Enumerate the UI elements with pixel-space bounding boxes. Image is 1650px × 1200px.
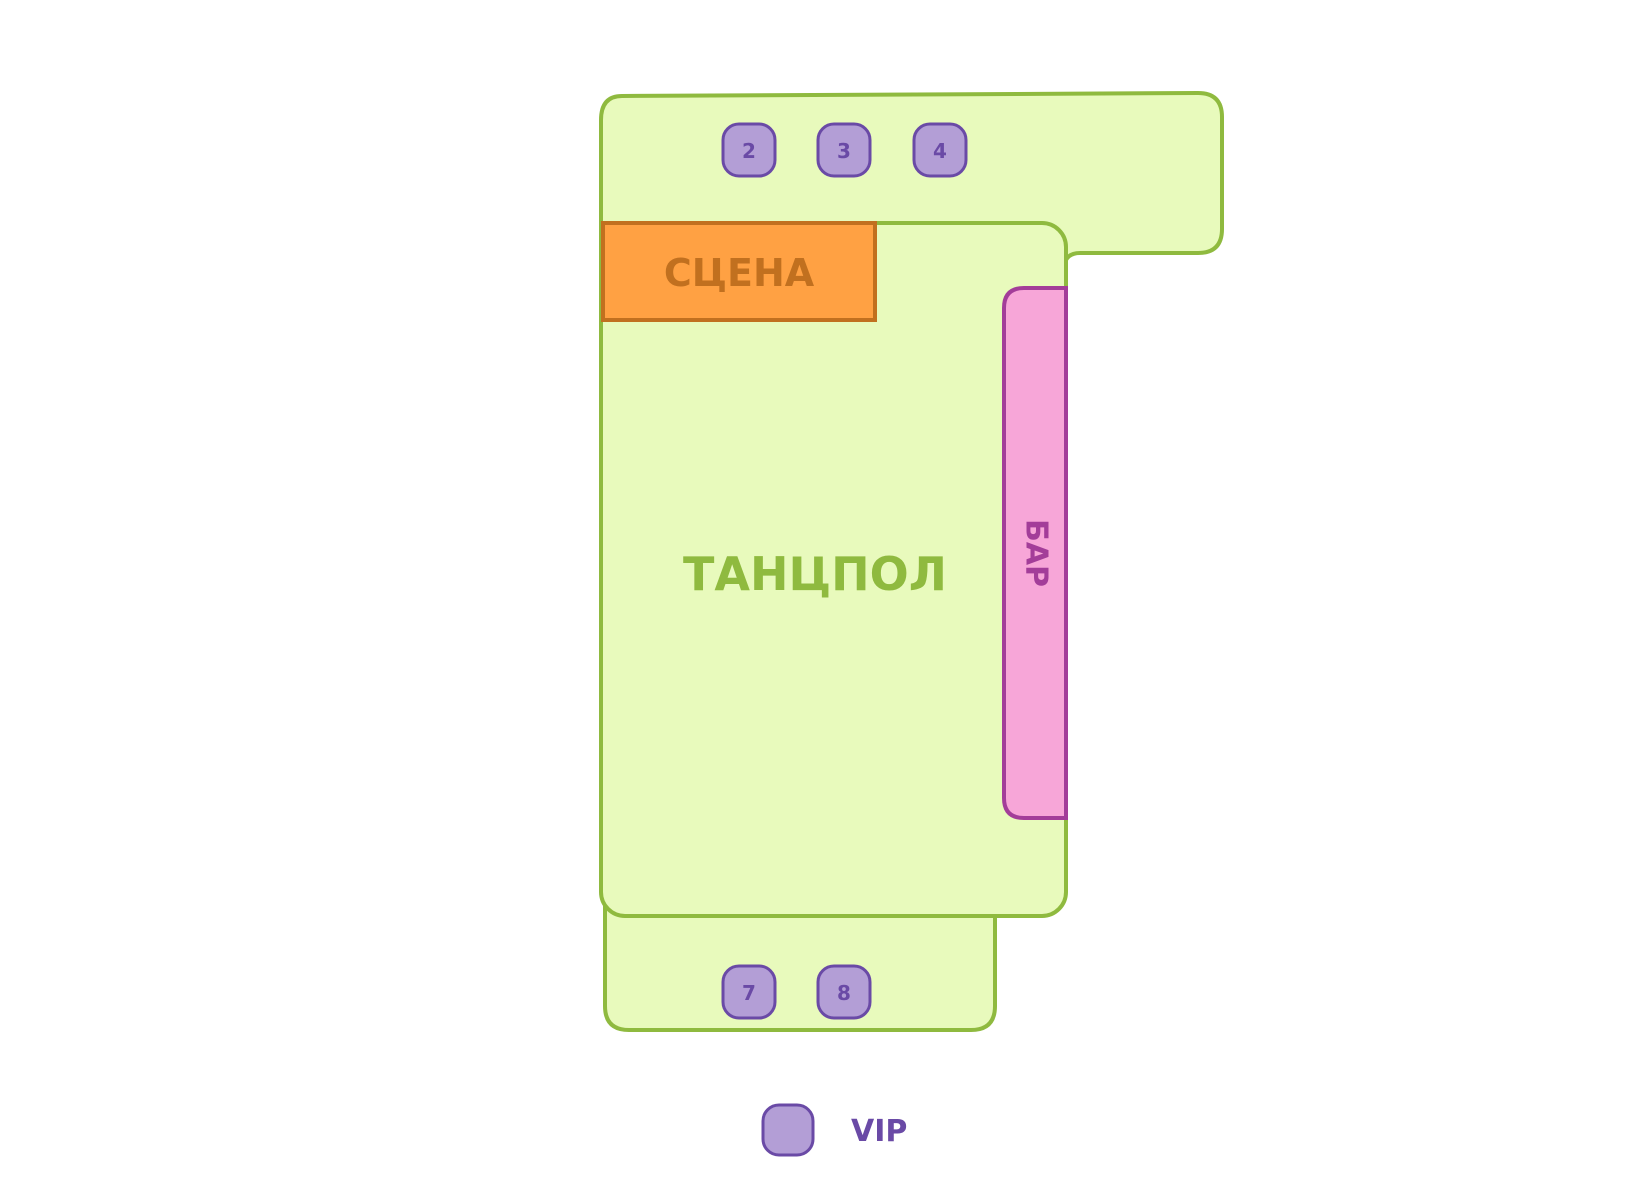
vip-table-number: 8	[837, 981, 851, 1005]
legend: VIP	[761, 1103, 907, 1157]
vip-table-number: 3	[837, 139, 851, 163]
vip-table-3[interactable]: 3	[816, 122, 872, 178]
bar-zone	[1002, 286, 1068, 820]
stage-zone	[601, 221, 877, 322]
vip-table-8[interactable]: 8	[816, 964, 872, 1020]
legend-vip-swatch	[761, 1103, 815, 1157]
vip-table-number: 2	[742, 139, 756, 163]
vip-table-number: 7	[742, 981, 756, 1005]
stage-label: СЦЕНА	[664, 251, 815, 295]
bar-label: БАР	[1019, 519, 1054, 587]
vip-table-7[interactable]: 7	[721, 964, 777, 1020]
vip-table-number: 4	[933, 139, 947, 163]
vip-table-4[interactable]: 4	[912, 122, 968, 178]
vip-table-2[interactable]: 2	[721, 122, 777, 178]
legend-vip-label: VIP	[851, 1114, 907, 1149]
dance-floor-label: ТАНЦПОЛ	[683, 547, 947, 601]
